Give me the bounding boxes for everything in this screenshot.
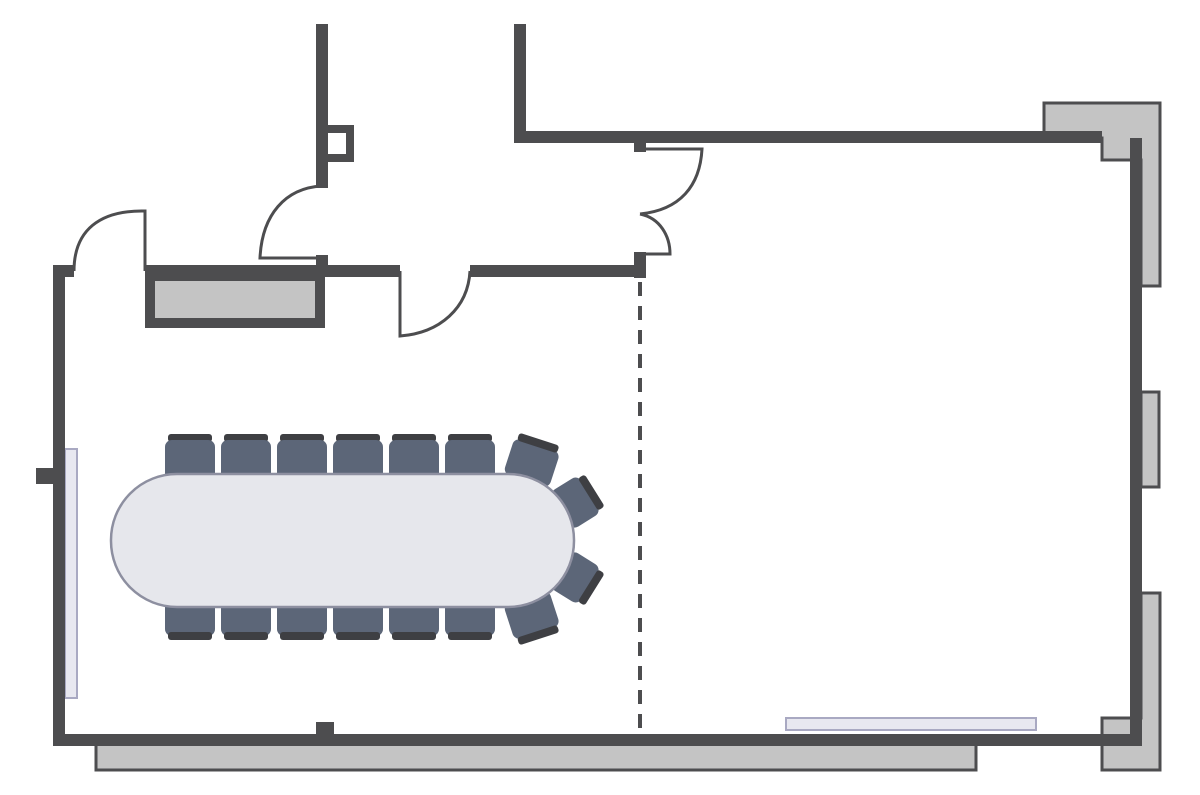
window-left <box>64 448 78 699</box>
door-swing-corridor <box>258 184 323 260</box>
corridor-niche <box>322 125 354 162</box>
chair <box>165 434 215 480</box>
doors <box>72 147 704 338</box>
built-in-counter <box>145 271 325 328</box>
walls <box>53 24 1142 746</box>
door-swing-top-left <box>72 209 147 272</box>
door-swing-right-lower <box>639 212 672 256</box>
chair <box>333 434 383 480</box>
right-pier-middle <box>1139 390 1161 489</box>
wall-stub-bottom <box>316 722 334 736</box>
chair <box>445 434 495 480</box>
corner-block-top-right <box>1042 101 1162 288</box>
window-bottom <box>785 717 1037 731</box>
chair <box>333 600 383 640</box>
chair <box>221 434 271 480</box>
chair <box>389 600 439 640</box>
door-swing-meeting-top <box>398 270 472 338</box>
wall-stub-left <box>36 468 56 484</box>
chair <box>221 600 271 640</box>
chair <box>445 600 495 640</box>
conference-table <box>109 472 576 609</box>
chair <box>165 600 215 640</box>
door-swing-right-upper <box>639 147 704 216</box>
chairs-top-row <box>165 434 495 480</box>
chairs-bottom-row <box>165 600 495 640</box>
chair <box>277 434 327 480</box>
chair <box>389 434 439 480</box>
chair <box>277 600 327 640</box>
